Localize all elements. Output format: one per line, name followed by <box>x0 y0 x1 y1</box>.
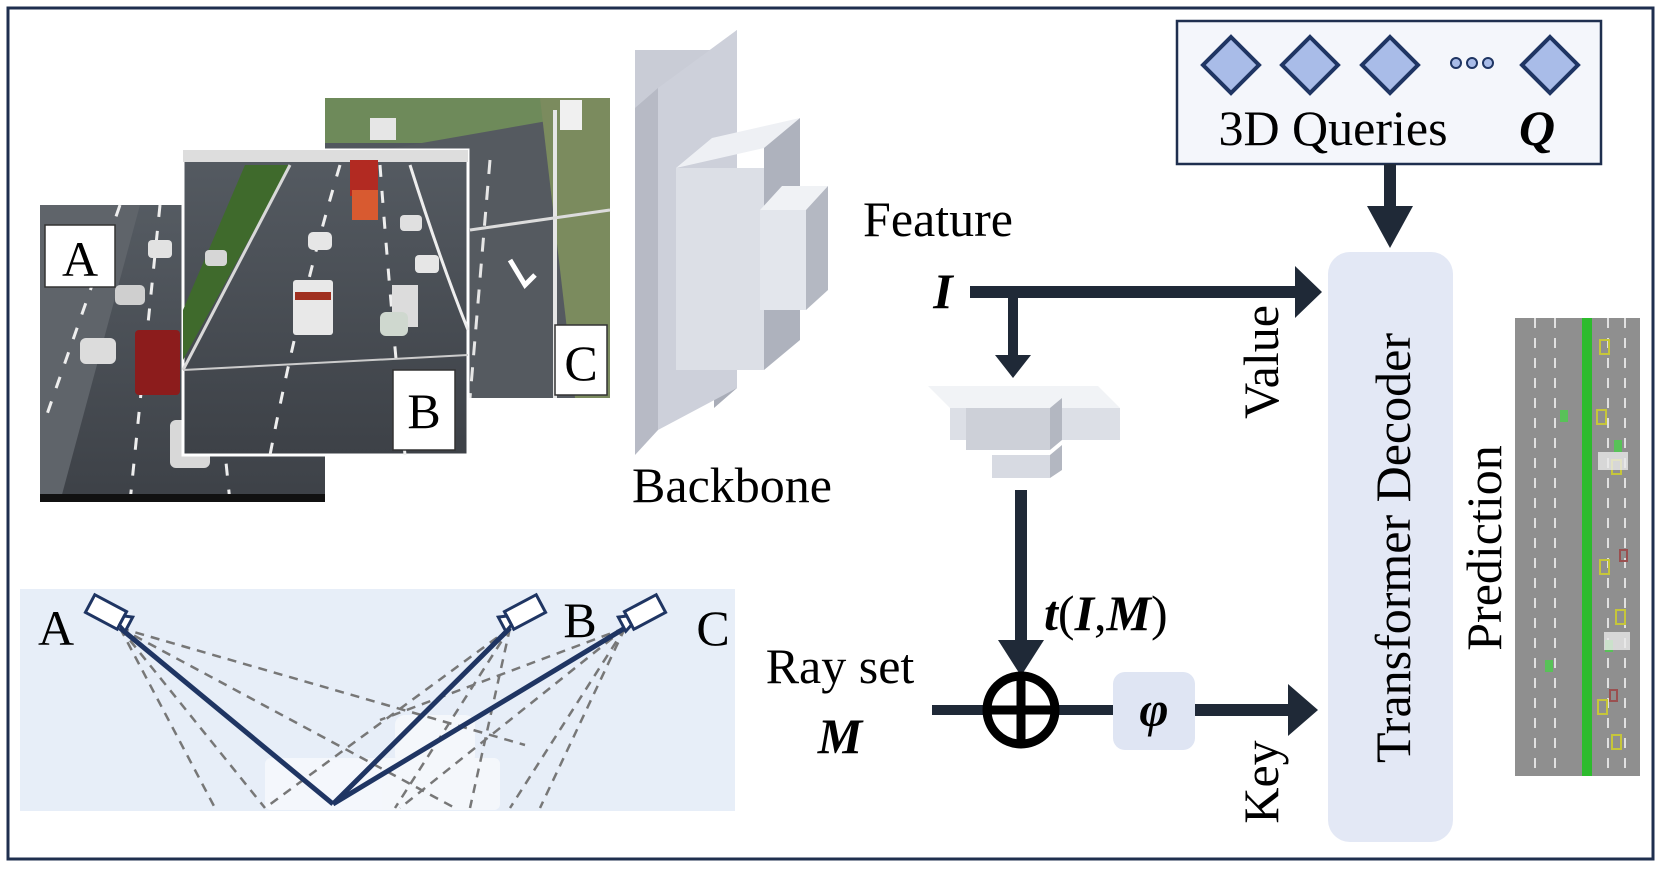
backbone-label: Backbone <box>632 457 832 513</box>
phi-symbol: φ <box>1139 681 1168 737</box>
image-label-c: C <box>564 335 597 391</box>
query-diamond-2 <box>1279 34 1341 96</box>
outer-frame <box>6 6 1655 861</box>
backbone-block <box>635 30 828 455</box>
queries-box: 3D Queries Q <box>1175 19 1603 166</box>
key-label: Key <box>1233 740 1289 823</box>
query-ellipsis <box>1450 57 1494 69</box>
value-label: Value <box>1233 305 1289 419</box>
arrow-module-to-plus <box>998 490 1044 676</box>
rayset-symbol: M <box>817 708 864 764</box>
prediction-bev <box>1515 318 1640 776</box>
transform-module <box>928 386 1120 478</box>
arrow-key <box>1195 684 1318 736</box>
camera-label-a: A <box>38 600 74 656</box>
feature-label: Feature <box>863 191 1013 247</box>
queries-symbol: Q <box>1519 100 1555 156</box>
query-diamond-3 <box>1359 34 1421 96</box>
query-diamond-4 <box>1519 34 1581 96</box>
rayset-label: Ray set <box>766 638 915 694</box>
transformer-decoder-label: Transformer Decoder <box>1365 333 1421 763</box>
feature-symbol: I <box>932 263 954 319</box>
arrow-feature-to-module <box>995 292 1031 378</box>
plus-operator <box>982 671 1060 749</box>
camera-label-c: C <box>696 600 729 656</box>
camera-a-icon <box>83 592 136 634</box>
camera-b-icon <box>495 592 548 634</box>
camera-image-b: B <box>181 148 470 457</box>
transformer-decoder-box <box>1328 252 1453 842</box>
queries-label: 3D Queries <box>1218 100 1447 156</box>
camera-c-icon <box>615 592 668 634</box>
image-label-a: A <box>62 231 98 287</box>
image-label-b: B <box>407 383 440 439</box>
prediction-label: Prediction <box>1456 445 1512 651</box>
camera-label-b: B <box>563 592 596 648</box>
arrow-queries-to-decoder <box>1367 164 1413 248</box>
query-diamond-1 <box>1200 34 1262 96</box>
transform-label: t(I,M) <box>1044 585 1168 641</box>
phi-box <box>1113 672 1195 750</box>
ray-panel <box>20 589 735 811</box>
arrow-value <box>970 266 1322 318</box>
